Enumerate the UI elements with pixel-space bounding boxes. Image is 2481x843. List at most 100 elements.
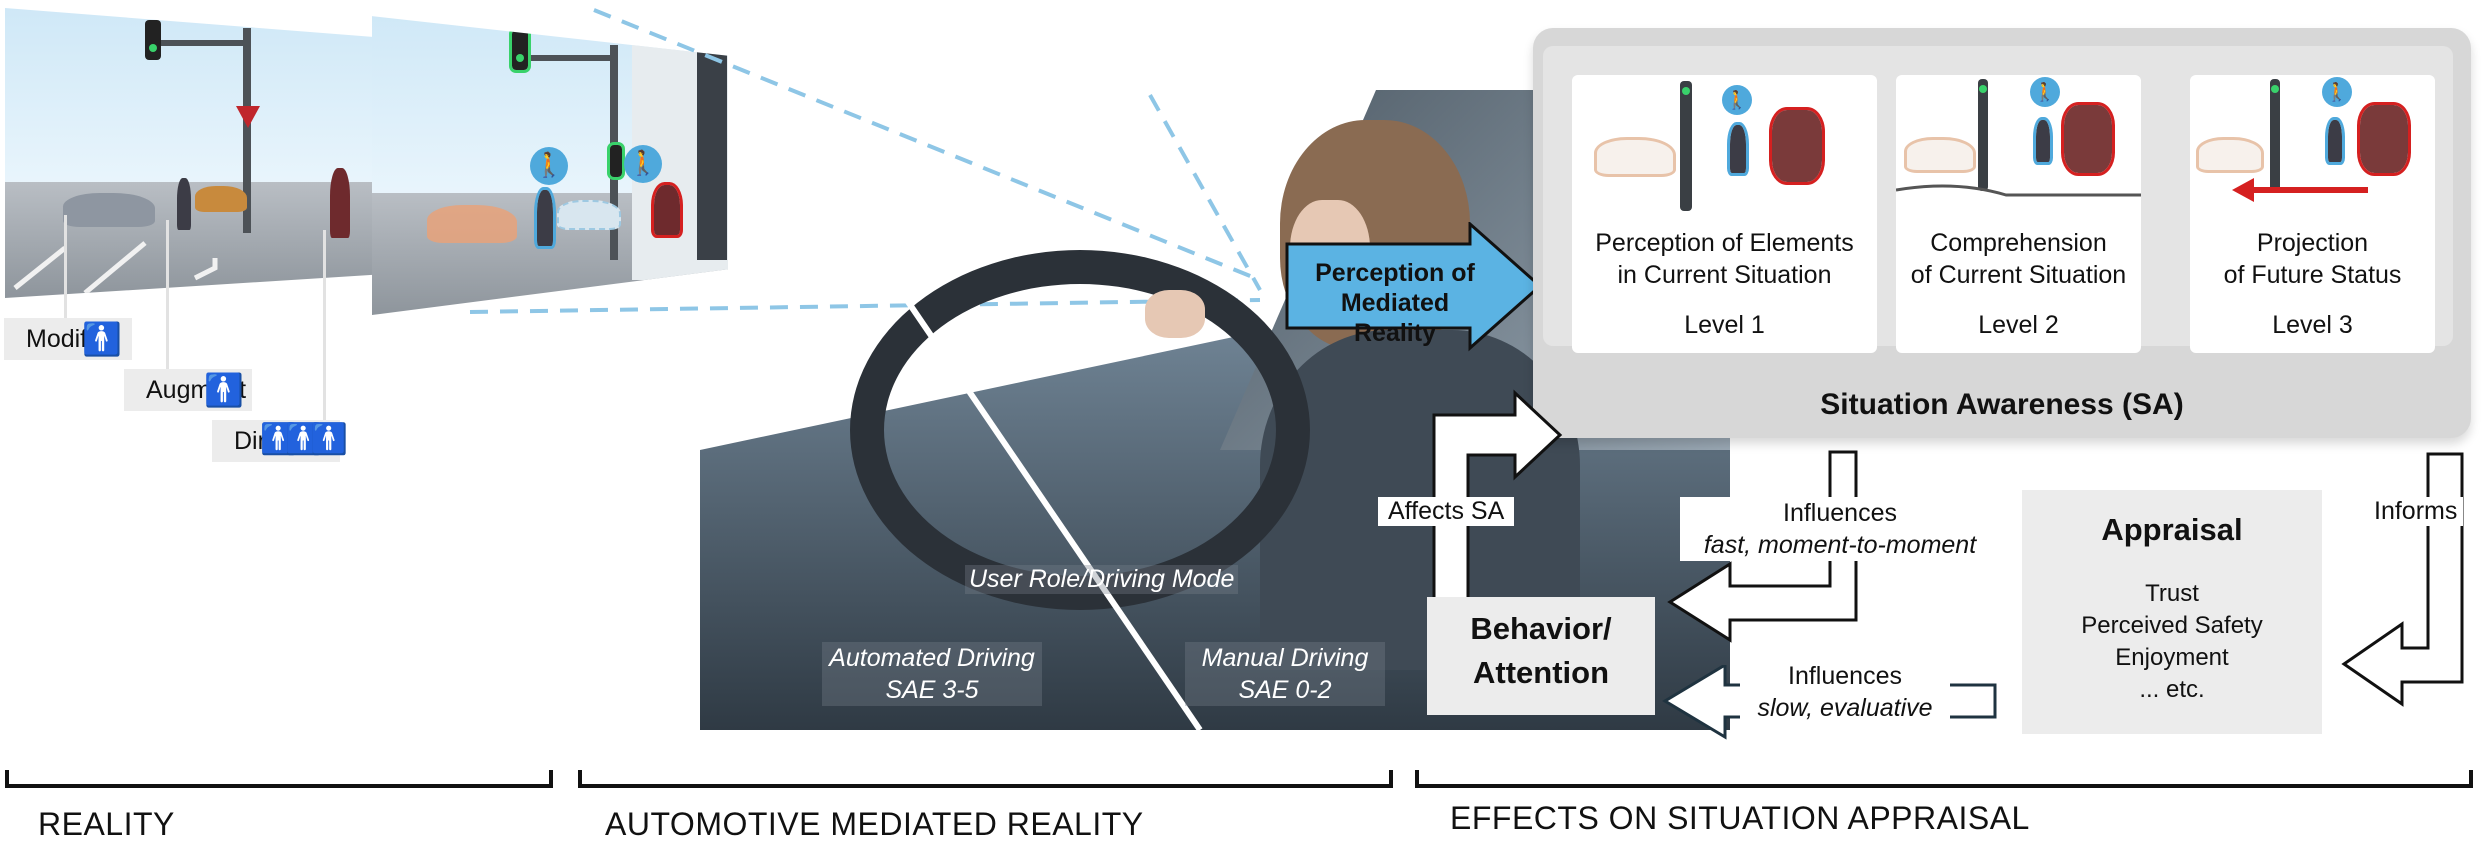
automated-driving-label: Automated Driving SAE 3-5 (822, 642, 1042, 706)
effects-bracket (1415, 770, 2473, 788)
pedestrian-icon: 🚶 (1722, 85, 1752, 115)
level-1-label: Level 1 (1684, 311, 1765, 339)
informs-arrow (2341, 452, 2464, 707)
manual-driving-text: Manual Driving (1201, 644, 1369, 672)
road-markings (13, 241, 218, 295)
influences-fast-label: Influences fast, moment-to-moment (1680, 497, 2000, 561)
traffic-light-arm (155, 40, 247, 46)
diminish-label: Diminish (234, 426, 330, 455)
building-doorway (697, 50, 727, 260)
sa-title: Situation Awareness (SA) (1820, 388, 2184, 421)
pedestrian (177, 178, 191, 230)
appraisal-item: ... etc. (2139, 676, 2205, 703)
level-3-line-2: of Future Status (2223, 261, 2402, 289)
perception-arrow (1285, 222, 1543, 352)
sa-level-2-card: 🚶 Comprehension of Current Situation Lev… (1896, 75, 2141, 353)
traffic-light-arm (522, 55, 614, 61)
person-modify-icon: 🚹 (82, 321, 122, 357)
affects-sa-label: Affects SA (1378, 497, 1515, 526)
mediated-bracket (578, 770, 1393, 788)
attention-label: Attention (1472, 655, 1610, 690)
diminish-label-box: Diminish 🚹🚹🚹 (212, 420, 348, 462)
augment-leader-line (166, 220, 169, 370)
green-light-icon (2271, 85, 2279, 93)
traffic-light-icon (1978, 79, 1988, 191)
pedestrian-augment-icon: 🚶 (530, 147, 568, 185)
level-2-label: Level 2 (1978, 311, 2059, 339)
sa-level-3-card: 🚶 Projection of Future Status Level 3 (2190, 75, 2435, 353)
traffic-light-lower (607, 142, 625, 180)
level-2-line-2: of Current Situation (1910, 261, 2127, 289)
pedestrian-augment-icon-2: 🚶 (624, 145, 662, 183)
appraisal-item: Trust (2145, 580, 2199, 607)
person-augment-icon: 🚹 (204, 372, 244, 408)
reality-caption: REALITY (38, 806, 175, 842)
modify-leader-line (64, 215, 67, 319)
level-1-line-1: Perception of Elements (1595, 229, 1854, 257)
pedestrian-highlighted (534, 187, 556, 249)
behavior-attention-box: Behavior/ Attention (1427, 597, 1655, 715)
green-light-icon (516, 54, 524, 62)
influences-slow-subtext: slow, evaluative (1757, 694, 1933, 722)
cyclist-figure (2061, 102, 2115, 176)
cyclist-figure (2357, 102, 2411, 176)
level-1-description: Perception of Elements in Current Situat… (1572, 227, 1877, 291)
appraisal-box: Appraisal Trust Perceived Safety Enjoyme… (2022, 490, 2322, 734)
user-role-label: User Role/Driving Mode (965, 565, 1239, 594)
automated-driving-text: Automated Driving (829, 644, 1035, 672)
behavior-label: Behavior/ (1470, 611, 1612, 646)
pedestrian-figure (2033, 117, 2053, 165)
green-light-icon (1682, 87, 1690, 95)
modify-label-box: Modify 🚹 (4, 318, 132, 360)
affects-sa-arrow (1432, 389, 1563, 602)
diminish-leader-line (323, 230, 326, 421)
pedestrian-figure (1727, 122, 1749, 176)
automated-sae-text: SAE 3-5 (885, 676, 979, 704)
sa-level-1-card: 🚶 Perception of Elements in Current Situ… (1572, 75, 1877, 353)
influences-fast-text: Influences (1783, 499, 1897, 527)
level-2-line-1: Comprehension (1930, 229, 2107, 257)
level-1-line-2: in Current Situation (1617, 261, 1832, 289)
traffic-light-icon (1680, 81, 1692, 211)
level-3-line-1: Projection (2256, 229, 2369, 257)
driver-hand (1145, 290, 1205, 338)
faded-car (1594, 137, 1676, 177)
influences-slow-label: Influences slow, evaluative (1740, 660, 1950, 724)
pedestrian-icon: 🚶 (2030, 77, 2060, 107)
pedestrian-icon: 🚶 (2322, 77, 2352, 107)
modify-label: Modify (26, 324, 100, 353)
mode-divider-line (897, 288, 1203, 730)
diminished-car (557, 200, 621, 230)
augment-label-box: Augment 🚹 (124, 369, 252, 411)
influences-fast-subtext: fast, moment-to-moment (1703, 531, 1977, 559)
manual-driving-label: Manual Driving SAE 0-2 (1185, 642, 1385, 706)
people-diminish-icon: 🚹🚹🚹 (259, 423, 348, 456)
cyclist-person (330, 168, 350, 238)
appraisal-item: Enjoyment (2115, 644, 2229, 671)
yield-sign-icon (236, 106, 260, 128)
appraisal-item: Perceived Safety (2081, 612, 2263, 639)
modified-car-orange (427, 205, 517, 243)
grey-car (63, 193, 155, 227)
traffic-light-icon (2270, 79, 2280, 191)
perception-label: Perception of Mediated Reality (1315, 259, 1475, 347)
reality-bracket (5, 770, 553, 788)
level-3-label: Level 3 (2272, 311, 2353, 339)
orange-car (195, 186, 247, 212)
mediated-caption: AUTOMOTIVE MEDIATED REALITY (605, 806, 1144, 842)
green-light-icon (149, 44, 157, 52)
faded-car (2196, 137, 2264, 173)
faded-car (1904, 137, 1976, 173)
traffic-light-pole (243, 28, 251, 233)
cyclist-highlighted (651, 182, 683, 238)
augment-label: Augment (146, 375, 247, 404)
informs-label: Informs (2368, 497, 2464, 526)
pedestrian-figure (2325, 117, 2345, 165)
manual-sae-text: SAE 0-2 (1238, 676, 1332, 704)
appraisal-title: Appraisal (2101, 512, 2243, 547)
effects-caption: EFFECTS ON SITUATION APPRAISAL (1450, 800, 2030, 836)
projection-arrow-icon (2232, 178, 2368, 202)
level-3-description: Projection of Future Status (2190, 227, 2435, 291)
road-lines (1896, 184, 2141, 197)
